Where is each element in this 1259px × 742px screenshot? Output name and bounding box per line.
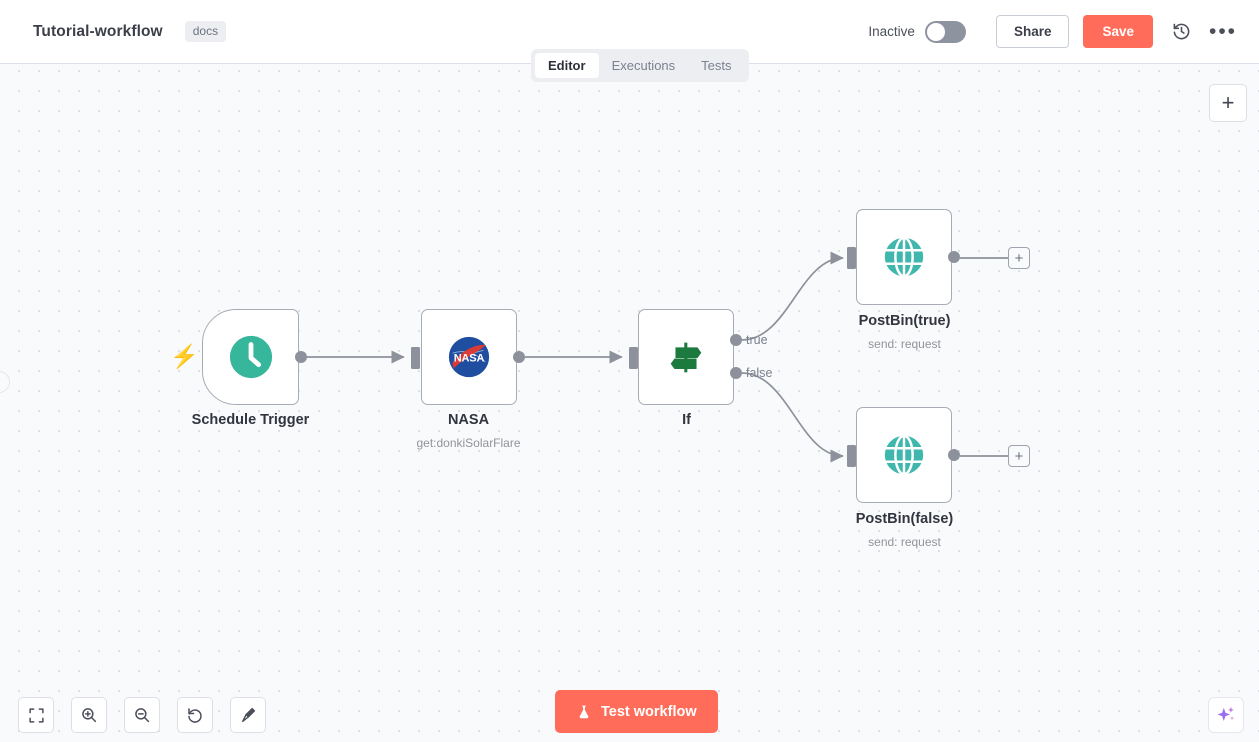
- node-sublabel-postbin-true: send: request: [868, 337, 941, 351]
- output-label-false: false: [746, 366, 773, 380]
- signpost-icon: [670, 342, 702, 373]
- activation-toggle[interactable]: [924, 20, 966, 43]
- share-button[interactable]: Share: [995, 15, 1070, 48]
- globe-icon: [884, 236, 924, 278]
- node-nasa[interactable]: NASA: [421, 309, 517, 405]
- node-label-postbin-false: PostBin(false): [855, 511, 954, 527]
- workflow-canvas[interactable]: ⚡ Schedule Trigger NASA NASA get:donkiSo…: [0, 64, 1259, 742]
- header-actions: Inactive Share Save •••: [868, 15, 1237, 48]
- add-node-button[interactable]: +: [1209, 84, 1247, 122]
- workflow-title[interactable]: Tutorial-workflow: [33, 22, 163, 40]
- node-schedule-trigger[interactable]: [202, 309, 299, 405]
- nasa-logo-icon: NASA: [448, 336, 490, 378]
- input-port-if[interactable]: [629, 347, 638, 369]
- node-if[interactable]: [638, 309, 734, 405]
- zoom-to-fit-icon[interactable]: [18, 697, 54, 733]
- zoom-in-icon[interactable]: [71, 697, 107, 733]
- node-sublabel-nasa: get:donkiSolarFlare: [416, 436, 521, 450]
- node-postbin-true[interactable]: [856, 209, 952, 305]
- output-port-postbin-false[interactable]: [948, 449, 960, 461]
- tab-editor[interactable]: Editor: [535, 53, 599, 78]
- svg-text:NASA: NASA: [454, 352, 485, 364]
- workflow-tag[interactable]: docs: [184, 21, 227, 42]
- flask-icon: [579, 705, 589, 718]
- node-sublabel-postbin-false: send: request: [868, 535, 941, 549]
- reset-zoom-icon[interactable]: [177, 697, 213, 733]
- input-port-nasa[interactable]: [411, 347, 420, 369]
- output-port-if-false[interactable]: [730, 367, 742, 379]
- activation-status-label: Inactive: [868, 24, 915, 39]
- node-postbin-false[interactable]: [856, 407, 952, 503]
- node-label-if: If: [682, 412, 691, 428]
- zoom-out-icon[interactable]: [124, 697, 160, 733]
- node-label-schedule-trigger: Schedule Trigger: [191, 412, 310, 428]
- canvas-controls: [18, 697, 266, 733]
- output-port-if-true[interactable]: [730, 334, 742, 346]
- node-label-nasa: NASA: [447, 412, 490, 428]
- add-node-after-postbin-false[interactable]: +: [1008, 445, 1030, 467]
- connection-wires: [307, 251, 1008, 463]
- ellipsis-icon[interactable]: •••: [1208, 19, 1238, 43]
- save-button[interactable]: Save: [1083, 15, 1153, 48]
- history-icon[interactable]: [1167, 18, 1195, 46]
- output-port-nasa[interactable]: [513, 351, 525, 363]
- output-port-schedule-trigger[interactable]: [295, 351, 307, 363]
- editor-tabs: Editor Executions Tests: [531, 49, 749, 82]
- tidy-up-icon[interactable]: [230, 697, 266, 733]
- output-port-postbin-true[interactable]: [948, 251, 960, 263]
- sparkle-icon[interactable]: [1208, 697, 1244, 733]
- clock-icon: [229, 335, 272, 379]
- add-node-after-postbin-true[interactable]: +: [1008, 247, 1030, 269]
- toggle-knob: [926, 22, 945, 41]
- tab-tests[interactable]: Tests: [701, 58, 732, 73]
- output-label-true: true: [746, 333, 768, 347]
- input-port-postbin-false[interactable]: [847, 445, 856, 467]
- globe-icon: [884, 434, 924, 476]
- test-workflow-button[interactable]: Test workflow: [555, 690, 718, 733]
- tab-executions[interactable]: Executions: [611, 58, 676, 73]
- input-port-postbin-true[interactable]: [847, 247, 856, 269]
- trigger-bolt-icon: ⚡: [170, 343, 199, 369]
- node-label-postbin-true: PostBin(true): [858, 313, 951, 329]
- test-workflow-label: Test workflow: [601, 703, 697, 720]
